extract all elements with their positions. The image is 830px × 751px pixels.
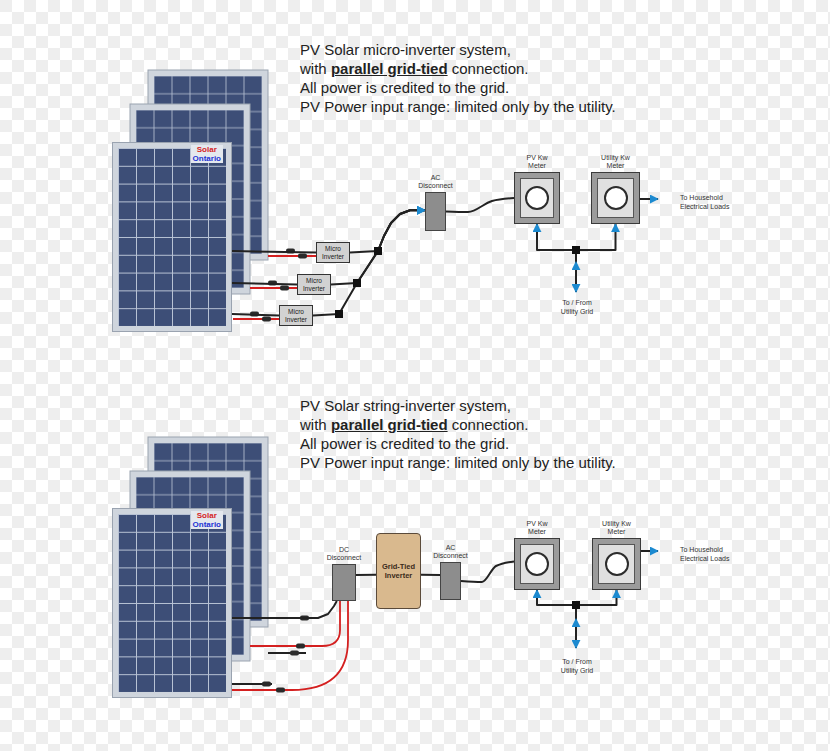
node-text: Micro Inverter bbox=[299, 277, 329, 292]
kw-meter: Utility Kw Meter bbox=[592, 538, 641, 590]
note-text: connection. bbox=[452, 60, 529, 77]
note-text: PV Power input range: limited only by th… bbox=[300, 98, 616, 115]
node-text: PV Kw Meter bbox=[520, 154, 554, 170]
node-text: Solar bbox=[193, 145, 221, 154]
text-line: PV Solar string-inverter system, bbox=[300, 396, 511, 415]
node-text: AC Disconnect bbox=[431, 544, 471, 560]
node-text: DC Disconnect bbox=[324, 546, 364, 562]
note-text: To / From Utility Grid bbox=[561, 658, 593, 674]
dc-wire-red bbox=[232, 256, 348, 690]
text-line: PV Power input range: limited only by th… bbox=[300, 97, 616, 116]
meter-face bbox=[520, 178, 554, 218]
meter-face bbox=[598, 544, 635, 584]
note-text: PV Solar string-inverter system, bbox=[300, 397, 511, 414]
emphasis-text: parallel grid-tied bbox=[331, 60, 448, 77]
dc-disconnect: DC Disconnect bbox=[332, 564, 356, 601]
wire-connector bbox=[232, 314, 279, 316]
component-label: PV Kw Meter bbox=[520, 520, 554, 536]
node-text: Ontario bbox=[193, 154, 221, 163]
meter-dial bbox=[525, 552, 549, 576]
text-line: withparallel grid-tiedconnection. bbox=[300, 415, 529, 434]
ac-disconnect: AC Disconnect bbox=[425, 192, 446, 231]
note-text: PV Power input range: limited only by th… bbox=[300, 454, 616, 471]
emphasis-text: parallel grid-tied bbox=[331, 416, 448, 433]
wire-connector bbox=[356, 574, 376, 576]
ac-disconnect: AC Disconnect bbox=[440, 562, 461, 600]
wire-connector bbox=[313, 210, 425, 315]
text-line: withparallel grid-tiedconnection. bbox=[300, 59, 529, 78]
component-label: Utility Kw Meter bbox=[599, 520, 635, 536]
meter-dial bbox=[525, 186, 549, 210]
solar-cells bbox=[118, 148, 226, 326]
component-label: PV Kw Meter bbox=[520, 154, 554, 170]
component-label: AC Disconnect bbox=[431, 544, 471, 560]
wire-connector bbox=[421, 574, 440, 576]
meter-face bbox=[597, 178, 634, 218]
note-text: To Household Electrical Loads bbox=[680, 194, 729, 210]
node-text: AC Disconnect bbox=[416, 174, 456, 190]
wire-connector bbox=[232, 601, 337, 618]
brand-badge: SolarOntario bbox=[191, 511, 223, 529]
node-text: Utility Kw Meter bbox=[598, 154, 634, 170]
kw-meter: PV Kw Meter bbox=[514, 172, 560, 224]
node-text: Grid-Tied Inverter bbox=[380, 562, 417, 580]
node-text: Micro Inverter bbox=[281, 308, 311, 323]
grid-tied-inverter: Grid-Tied Inverter bbox=[376, 533, 421, 609]
meter-dial bbox=[604, 186, 628, 210]
note-text: To / From Utility Grid bbox=[561, 299, 593, 315]
solar-cells bbox=[118, 514, 226, 692]
micro-inverter: Micro Inverter bbox=[279, 305, 313, 326]
component-label: Utility Kw Meter bbox=[598, 154, 634, 170]
micro-inverter: Micro Inverter bbox=[297, 274, 331, 295]
wire-connector bbox=[232, 251, 316, 252]
solar-panel: SolarOntario bbox=[112, 508, 232, 698]
kw-meter: Utility Kw Meter bbox=[591, 172, 640, 224]
meter-dial bbox=[605, 552, 629, 576]
brand-badge: SolarOntario bbox=[191, 145, 223, 163]
text-line: PV Solar micro-inverter system, bbox=[300, 40, 511, 59]
wire-connector bbox=[461, 561, 514, 582]
text-line: To / From Utility Grid bbox=[554, 658, 600, 675]
node-text: Ontario bbox=[193, 520, 221, 529]
note-text: connection. bbox=[452, 416, 529, 433]
kw-meter: PV Kw Meter bbox=[514, 538, 560, 590]
note-text: with bbox=[300, 60, 327, 77]
text-line: All power is credited to the grid. bbox=[300, 78, 509, 97]
ac-wire bbox=[576, 199, 658, 648]
node-text: Solar bbox=[193, 511, 221, 520]
wire-connector bbox=[446, 198, 514, 212]
note-text: PV Solar micro-inverter system, bbox=[300, 41, 511, 58]
note-text: All power is credited to the grid. bbox=[300, 79, 509, 96]
text-line: All power is credited to the grid. bbox=[300, 434, 509, 453]
wire-connector bbox=[232, 283, 297, 285]
text-line: To Household Electrical Loads bbox=[680, 194, 738, 211]
text-line: To / From Utility Grid bbox=[554, 299, 600, 316]
node-text: Utility Kw Meter bbox=[599, 520, 635, 536]
meter-face bbox=[520, 544, 554, 584]
note-text: with bbox=[300, 416, 327, 433]
component-label: AC Disconnect bbox=[416, 174, 456, 190]
note-text: All power is credited to the grid. bbox=[300, 435, 509, 452]
note-text: To Household Electrical Loads bbox=[680, 546, 729, 562]
text-line: To Household Electrical Loads bbox=[680, 546, 738, 563]
micro-inverter: Micro Inverter bbox=[316, 242, 350, 263]
node-text: Micro Inverter bbox=[318, 245, 348, 260]
text-line: PV Power input range: limited only by th… bbox=[300, 453, 616, 472]
component-label: DC Disconnect bbox=[324, 546, 364, 562]
dc-wire-black bbox=[232, 653, 306, 684]
solar-panel: SolarOntario bbox=[112, 142, 232, 332]
node-text: PV Kw Meter bbox=[520, 520, 554, 536]
